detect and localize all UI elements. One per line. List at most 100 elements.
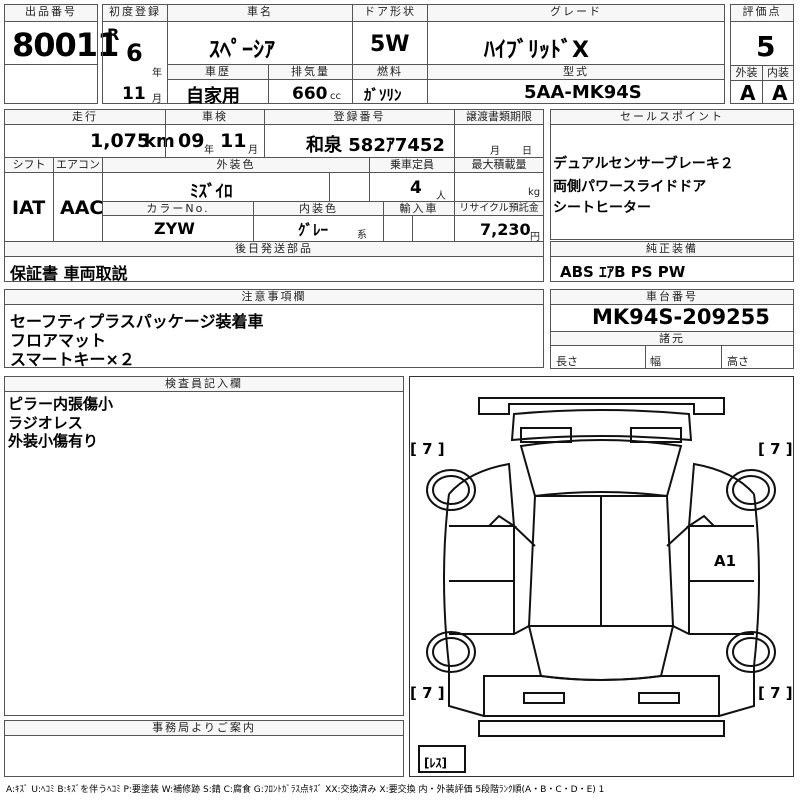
era: R [107, 25, 120, 44]
damage-mark: A1 [714, 552, 737, 570]
inspector-cell [4, 391, 404, 716]
fuel-label: 燃料 [352, 64, 428, 80]
insp-month: 11 [220, 130, 247, 152]
reg-year: 6 [126, 39, 143, 67]
sales-cell [550, 124, 794, 240]
sales-point: デュアルセンサーブレーキ２ [553, 156, 734, 172]
grade-value: ﾊｲﾌﾞﾘｯﾄﾞX [484, 38, 589, 63]
capacity-value: 4 [410, 178, 422, 198]
insp-year-unit: 年 [204, 145, 214, 156]
plate-value: 和泉 582ｱ7452 [306, 135, 445, 156]
spec-label: 諸元 [550, 331, 794, 346]
equipment-label: 純正装備 [550, 241, 794, 257]
transfer-day-unit: 日 [522, 146, 532, 157]
office-cell [4, 735, 404, 777]
ac-value: AAC [60, 197, 104, 219]
insp-month-unit: 月 [248, 145, 258, 156]
sales-point: シートヒーター [553, 200, 651, 216]
maxload-unit: kg [528, 187, 541, 198]
mileage-unit: km [144, 131, 175, 152]
sales-point: 両側パワースライドドア [553, 179, 707, 195]
color-label: 外装色 [102, 157, 370, 173]
exterior-label: 外装 [730, 65, 763, 81]
ac-label: エアコン [53, 157, 103, 173]
transfer-label: 譲渡書類期限 [454, 109, 544, 125]
caution-line: スマートキー×２ [10, 350, 135, 369]
interior-color-unit: 系 [357, 230, 367, 241]
color-cell-right [329, 172, 370, 202]
model-value: 5AA-MK94S [524, 82, 642, 103]
legend: A:ｷｽﾞ U:ﾍｺﾐ B:ｷｽﾞを伴うﾍｺﾐ P:要塗装 W:補修跡 S:錆 … [6, 785, 605, 795]
height-cell [721, 345, 794, 369]
sales-label: セールスポイント [550, 109, 794, 125]
displacement-label: 排気量 [268, 64, 353, 80]
later-cell [4, 256, 544, 282]
equipment-cell [550, 256, 794, 282]
import-cell [383, 215, 413, 242]
score-value: 5 [756, 30, 776, 63]
capacity-unit: 人 [436, 191, 446, 202]
inspector-label: 検査員記入欄 [4, 376, 404, 392]
caution-line: フロアマット [10, 331, 107, 350]
height-label: 高さ [727, 355, 749, 368]
score-label: 評価点 [730, 4, 794, 22]
later-label: 後日発送部品 [4, 241, 544, 257]
interior-label: 内装 [762, 65, 794, 81]
top-section: 出品番号 80011 初度登録 R 6 年 11 月 車名 ｽﾍﾟｰｼｱ ドア形… [4, 4, 794, 107]
caution-line: セーフティプラスパッケージ装着車 [10, 312, 264, 331]
first-reg-label: 初度登録 [102, 4, 168, 22]
chassis-number: MK94S-209255 [592, 305, 770, 329]
later-items: 保証書 車両取説 [10, 264, 128, 283]
chassis-label: 車台番号 [550, 289, 794, 305]
recycle-label: リサイクル預託金 [454, 201, 544, 216]
lot-label: 出品番号 [4, 4, 98, 22]
mileage-label: 走行 [4, 109, 166, 125]
fuel-value: ｶﾞｿﾘﾝ [364, 86, 402, 104]
mileage-value: 1,075 [90, 130, 151, 152]
history-label: 車歴 [167, 64, 269, 80]
model-cell [427, 79, 725, 104]
month-unit: 月 [152, 94, 162, 105]
year-unit: 年 [152, 68, 162, 79]
door-value: 5W [370, 32, 410, 57]
car-diagram-frame [409, 376, 794, 777]
inspector-line: ラジオレス [8, 414, 83, 432]
import-cell-right [412, 215, 455, 242]
shift-value: IAT [12, 197, 46, 219]
interior-cell [762, 80, 794, 104]
recycle-value: 7,230 [480, 220, 531, 239]
model-label: 型式 [427, 64, 725, 80]
interior-grade: A [772, 81, 788, 105]
interior-color-value: ｸﾞﾚｰ [298, 221, 329, 239]
inspector-line: ピラー内張傷小 [8, 395, 114, 413]
caution-cell [4, 304, 544, 368]
inspector-line: 外装小傷有り [8, 432, 99, 450]
recycle-unit: 円 [530, 232, 540, 243]
spare-tire: [ﾚｽ] [424, 756, 447, 770]
lot-blank [4, 64, 98, 104]
color-no-label: カラーNo. [102, 201, 254, 216]
color-value: ﾐｽﾞｲﾛ [190, 182, 233, 202]
displacement-value: 660 [292, 84, 328, 104]
car-name: ｽﾍﾟｰｼｱ [209, 38, 276, 63]
grade-label: グレード [427, 4, 725, 22]
color-no-value: ZYW [154, 219, 195, 238]
shift-label: シフト [4, 157, 54, 173]
width-label: 幅 [650, 355, 661, 368]
history-value: 自家用 [186, 86, 240, 107]
length-label: 長さ [556, 355, 578, 368]
office-label: 事務局よりご案内 [4, 720, 404, 736]
transfer-month-unit: 月 [490, 146, 500, 157]
interior-color-label: 内装色 [253, 201, 384, 216]
exterior-grade: A [740, 81, 756, 105]
tire-rl-tread: [ 7 ] [410, 684, 445, 702]
maxload-label: 最大積載量 [454, 157, 544, 173]
import-label: 輸入車 [383, 201, 455, 216]
lot-number: 80011 [12, 26, 119, 64]
door-label: ドア形状 [352, 4, 428, 22]
insp-year: 09 [178, 130, 205, 152]
equipment-items: ABS ｴｱB PS PW [560, 263, 686, 281]
caution-label: 注意事項欄 [4, 289, 544, 305]
car-diagram [418, 397, 776, 773]
car-name-label: 車名 [167, 4, 353, 22]
